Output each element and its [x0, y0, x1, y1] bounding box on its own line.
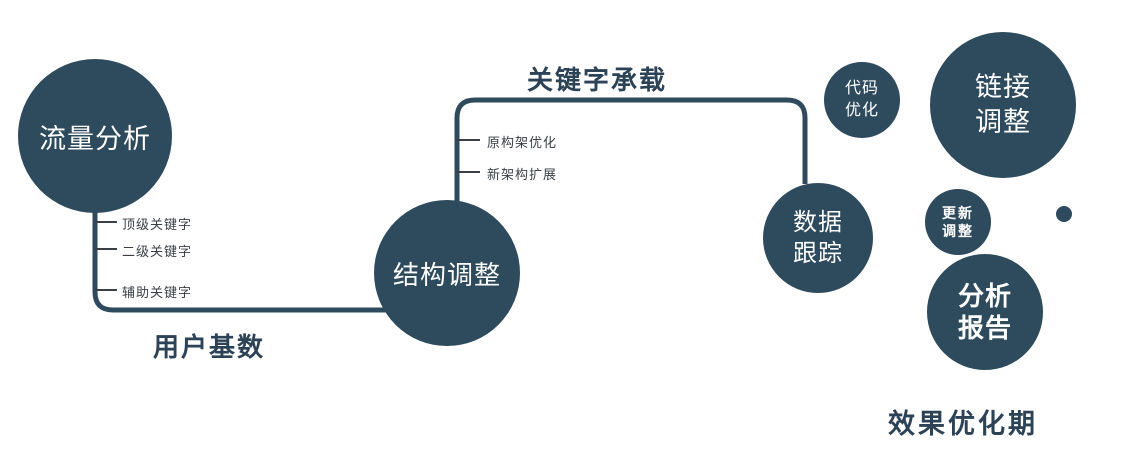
node-update-adjustment-line1: 更新 [942, 204, 974, 221]
node-code-optimization: 代码 优化 [824, 62, 900, 138]
node-traffic-analysis-label: 流量分析 [39, 123, 151, 154]
dot-marker [1056, 206, 1072, 222]
edge-label-keyword-carrying: 关键字承载 [527, 65, 668, 95]
node-code-optimization-line1: 代码 [844, 80, 879, 98]
connector-structure-to-tracking [454, 97, 808, 205]
node-traffic-analysis: 流量分析 [18, 59, 172, 213]
branch-label-auxiliary-keyword: 辅助关键字 [122, 285, 193, 300]
edge-label-user-base: 用户基数 [153, 332, 266, 362]
node-data-tracking: 数据 跟踪 [763, 183, 873, 293]
node-data-tracking-line2: 跟踪 [793, 240, 843, 267]
node-structure-adjustment-label: 结构调整 [392, 259, 501, 290]
node-analysis-report: 分析 报告 [927, 254, 1043, 370]
branch-label-top-keyword: 顶级关键字 [122, 217, 193, 232]
phase-caption: 效果优化期 [888, 409, 1038, 439]
branch-label-original-architecture: 原构架优化 [487, 135, 558, 150]
branch-label-new-architecture: 新架构扩展 [487, 167, 558, 182]
node-analysis-report-line2: 报告 [957, 313, 1012, 343]
node-update-adjustment-line2: 调整 [942, 223, 974, 239]
node-structure-adjustment: 结构调整 [374, 200, 520, 346]
node-link-adjustment: 链接 调整 [930, 32, 1076, 178]
node-analysis-report-line1: 分析 [957, 280, 1012, 311]
node-update-adjustment: 更新 调整 [925, 189, 991, 255]
node-code-optimization-line2: 优化 [844, 102, 879, 119]
node-data-tracking-line1: 数据 [793, 208, 843, 236]
branch-label-secondary-keyword: 二级关键字 [122, 244, 193, 259]
node-link-adjustment-line2: 调整 [975, 107, 1031, 137]
connector-traffic-to-structure [92, 195, 390, 313]
node-link-adjustment-line1: 链接 [975, 71, 1031, 102]
